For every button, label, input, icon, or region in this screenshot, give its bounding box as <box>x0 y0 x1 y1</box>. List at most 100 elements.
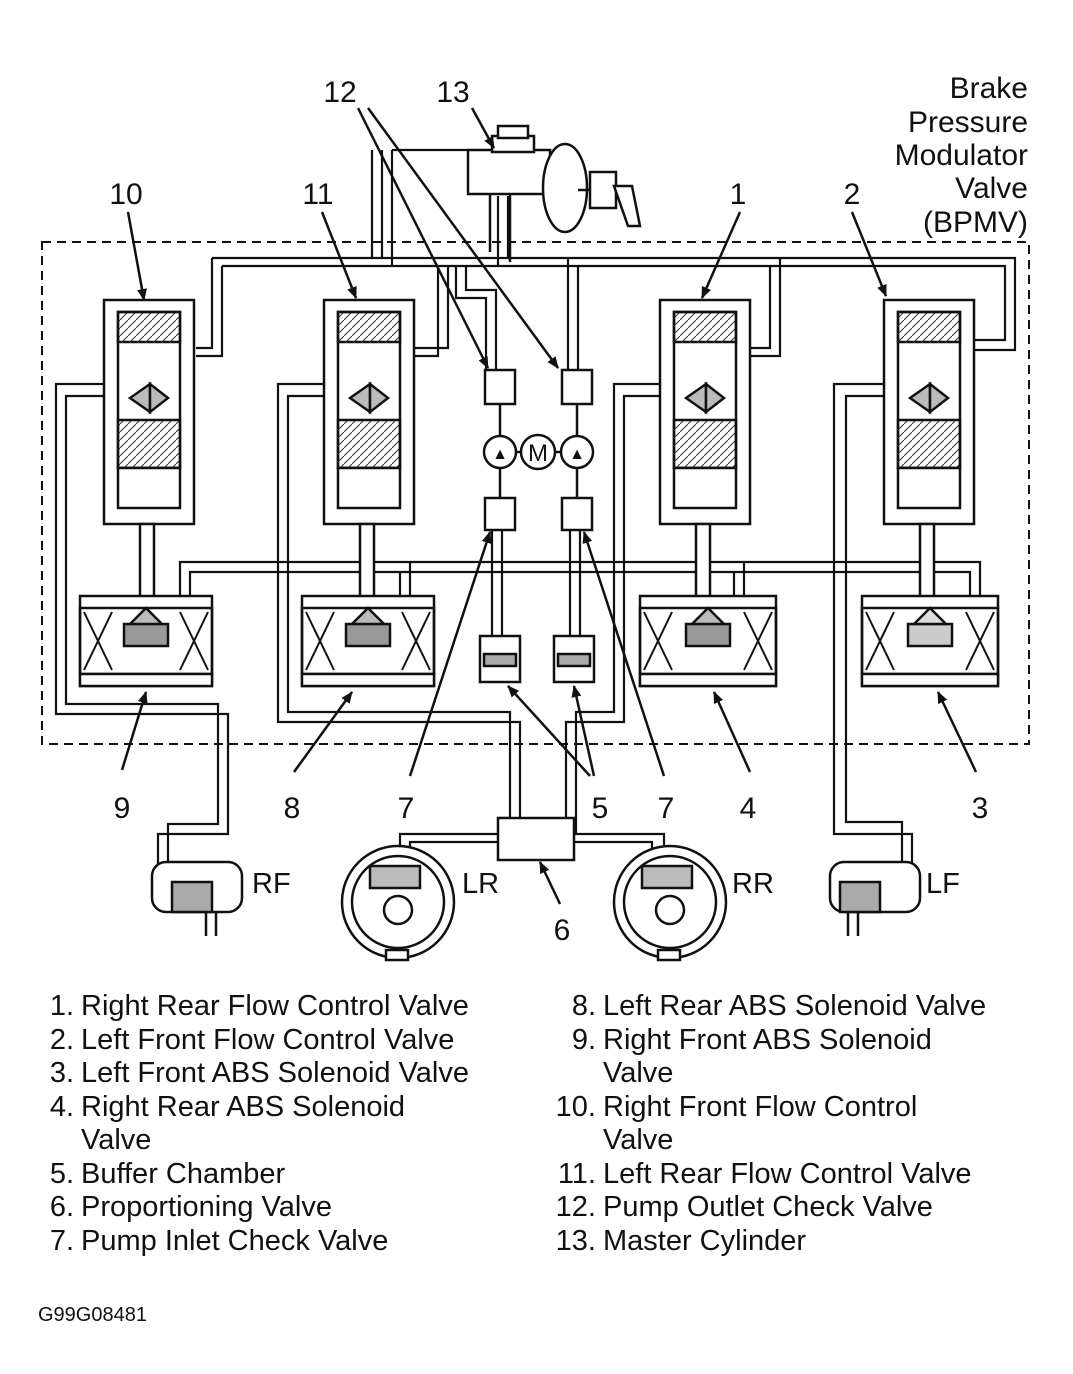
legend-item-text: Right Rear Flow Control Valve <box>81 990 469 1022</box>
abs-solenoid-valve-lr <box>300 594 436 688</box>
flow-control-valve-rf <box>102 298 196 610</box>
legend-item-continuation: Valve <box>538 1057 986 1091</box>
abs-solenoid-valve-rr <box>638 594 778 688</box>
legend-item-number: 7. <box>49 1224 74 1257</box>
callout-10: 10 <box>109 178 142 211</box>
leader-arrows <box>120 107 978 905</box>
callout-7-left: 7 <box>398 792 415 825</box>
callout-4: 4 <box>740 792 757 825</box>
legend-item-text: Left Rear Flow Control Valve <box>603 1157 972 1190</box>
callout-13: 13 <box>436 76 469 109</box>
bpmv-title-line1: Brake <box>950 72 1028 105</box>
legend-item-text: Pump Outlet Check Valve <box>603 1191 933 1223</box>
caliper-lf <box>828 860 922 936</box>
abs-solenoid-valves <box>78 594 1000 688</box>
legend-item: 3.Left Front ABS Solenoid Valve <box>30 1057 469 1091</box>
legend-item-number: 2. <box>49 1023 74 1056</box>
legend-item: 11.Left Rear Flow Control Valve <box>538 1158 986 1192</box>
legend-item-text: Left Front ABS Solenoid Valve <box>81 1057 469 1089</box>
pump-motor <box>519 433 557 471</box>
legend-item: 1.Right Rear Flow Control Valve <box>30 990 469 1024</box>
callout-3: 3 <box>972 792 989 825</box>
legend-item: 9.Right Front ABS Solenoid <box>538 1024 986 1058</box>
legend-item: 13.Master Cylinder <box>538 1225 986 1259</box>
legend-item-number: 10. <box>555 1090 596 1123</box>
callout-2: 2 <box>844 178 861 211</box>
legend-item-text-continued: Valve <box>603 1124 674 1156</box>
legend-item-number: 1. <box>49 990 74 1022</box>
legend-item-text: Left Rear ABS Solenoid Valve <box>603 990 987 1022</box>
legend-item-continuation: Valve <box>30 1124 469 1158</box>
wheel-label-rr: RR <box>732 868 774 900</box>
legend-item-number: 4. <box>49 1090 74 1123</box>
legend-item: 5.Buffer Chamber <box>30 1158 469 1192</box>
pump-inlet-check-valve-right <box>560 496 594 532</box>
master-cylinder <box>466 124 642 262</box>
legend-item-continuation: Valve <box>538 1124 986 1158</box>
bpmv-title-line4: Valve <box>955 172 1028 205</box>
legend-item-number: 3. <box>49 1057 74 1089</box>
bpmv-title-line5: (BPMV) <box>923 206 1028 239</box>
wheel-label-lr: LR <box>462 868 499 900</box>
drum-lr <box>340 844 456 962</box>
legend-item-number: 12. <box>555 1191 596 1223</box>
callout-8: 8 <box>284 792 301 825</box>
pump-piston-right-arrow: ▲ <box>569 446 585 463</box>
pump-motor-label: M <box>528 440 548 467</box>
legend-item: 7.Pump Inlet Check Valve <box>30 1225 469 1259</box>
legend-indent <box>538 1057 603 1091</box>
flow-control-valve-rr <box>658 298 752 610</box>
legend-indent <box>30 1124 81 1158</box>
pump-outlet-check-valve-left <box>483 368 517 406</box>
legend-item-number: 11. <box>557 1157 596 1190</box>
drum-rr <box>612 844 728 962</box>
wheel-label-rf: RF <box>252 868 291 900</box>
figure-code: G99G08481 <box>38 1304 147 1326</box>
flow-control-valve-lr <box>322 298 416 610</box>
legend-item-text: Pump Inlet Check Valve <box>81 1224 389 1257</box>
abs-solenoid-valve-lf <box>860 594 1000 688</box>
bpmv-title-line2: Pressure <box>908 106 1028 139</box>
legend-item: 10.Right Front Flow Control <box>538 1091 986 1125</box>
legend-item-number: 5. <box>49 1157 74 1190</box>
legend-item-text: Right Front Flow Control <box>603 1090 918 1123</box>
bpmv-title-line3: Modulator <box>895 139 1028 172</box>
wheel-label-lf: LF <box>926 868 960 900</box>
abs-solenoid-valve-rf <box>78 594 214 688</box>
legend-item-text: Master Cylinder <box>603 1224 807 1257</box>
legend-item: 8.Left Rear ABS Solenoid Valve <box>538 990 986 1024</box>
flow-control-valve-lf <box>882 298 976 610</box>
caliper-rf <box>150 860 244 936</box>
callout-1: 1 <box>730 178 747 211</box>
proportioning-valve <box>496 816 576 862</box>
legend-item-text-continued: Valve <box>81 1124 152 1156</box>
legend-item: 4.Right Rear ABS Solenoid <box>30 1091 469 1125</box>
legend-item-number: 6. <box>49 1191 74 1223</box>
legend-item-text: Buffer Chamber <box>81 1157 286 1190</box>
callout-11: 11 <box>302 178 333 211</box>
bpmv-boundary <box>41 241 1030 745</box>
callout-5: 5 <box>592 792 609 825</box>
wheel-brakes <box>150 844 922 962</box>
legend-item-text: Proportioning Valve <box>81 1191 332 1223</box>
legend-item-number: 8. <box>571 990 596 1022</box>
callout-9: 9 <box>114 792 131 825</box>
callout-12: 12 <box>323 76 356 109</box>
pump-piston-left-arrow: ▲ <box>492 446 508 463</box>
legend-item-text: Left Front Flow Control Valve <box>81 1023 455 1056</box>
pump-assembly <box>478 368 596 862</box>
legend-indent <box>538 1124 603 1158</box>
legend-item-text: Right Rear ABS Solenoid <box>81 1090 406 1123</box>
pump-inlet-check-valve-left <box>483 496 517 532</box>
legend-item-text: Right Front ABS Solenoid <box>603 1023 932 1056</box>
legend-item-text-continued: Valve <box>603 1057 674 1089</box>
flow-control-valves <box>102 298 976 610</box>
callout-6: 6 <box>554 914 571 947</box>
pump-outlet-check-valve-right <box>560 368 594 406</box>
legend-item-number: 9. <box>571 1023 596 1056</box>
legend-item: 12.Pump Outlet Check Valve <box>538 1191 986 1225</box>
legend-item-number: 13. <box>555 1224 596 1257</box>
